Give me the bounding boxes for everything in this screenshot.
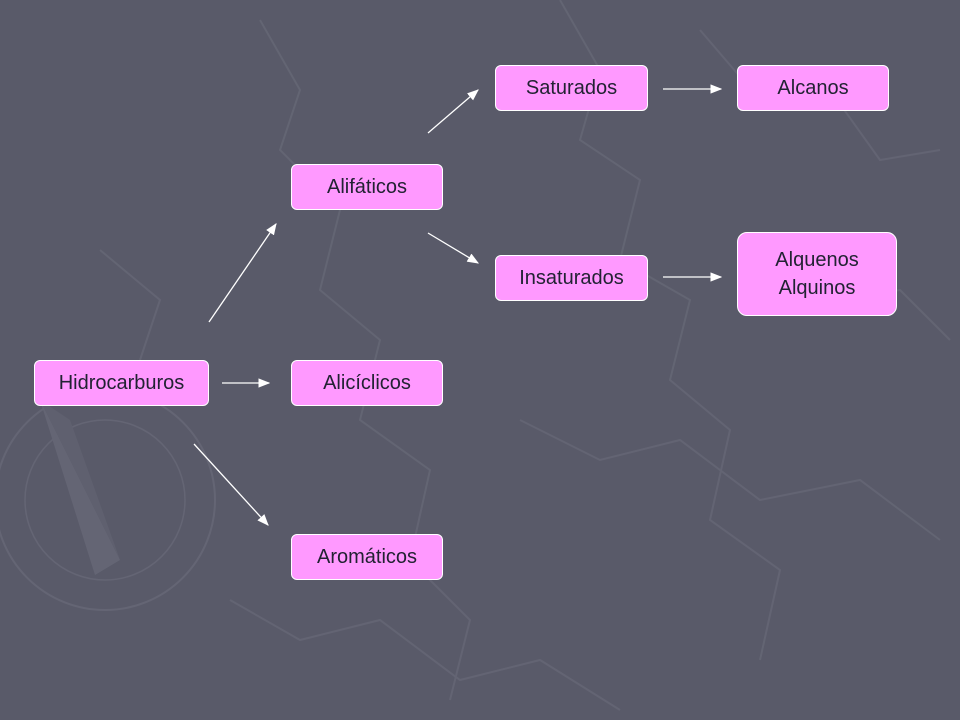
node-aromaticos: Aromáticos (291, 534, 443, 580)
arrow-alifaticos-saturados (427, 89, 479, 134)
node-alquinos-label: Alquinos (778, 277, 856, 299)
node-aliciclicos: Alicíclicos (291, 360, 443, 406)
node-insaturados-label: Insaturados (519, 267, 624, 289)
arrow-hidrocarburos-alifaticos (208, 223, 277, 323)
compass-rose-icon (0, 389, 216, 611)
arrow-alifaticos-insaturados (427, 232, 480, 264)
node-alifaticos-label: Alifáticos (326, 176, 408, 198)
node-alcanos: Alcanos (737, 65, 889, 111)
node-alcanos-label: Alcanos (777, 77, 849, 99)
node-saturados: Saturados (495, 65, 648, 111)
node-alquenos-alquinos: Alquenos Alquinos (737, 232, 897, 316)
node-aromaticos-label: Aromáticos (316, 546, 418, 568)
node-alifaticos: Alifáticos (291, 164, 443, 210)
node-hidrocarburos-label: Hidrocarburos (58, 372, 185, 394)
node-hidrocarburos: Hidrocarburos (34, 360, 209, 406)
node-aliciclicos-label: Alicíclicos (323, 372, 411, 394)
node-saturados-label: Saturados (525, 77, 618, 99)
node-insaturados: Insaturados (495, 255, 648, 301)
arrow-hidrocarburos-aromaticos (193, 443, 269, 526)
node-alquenos-label: Alquenos (775, 249, 859, 271)
